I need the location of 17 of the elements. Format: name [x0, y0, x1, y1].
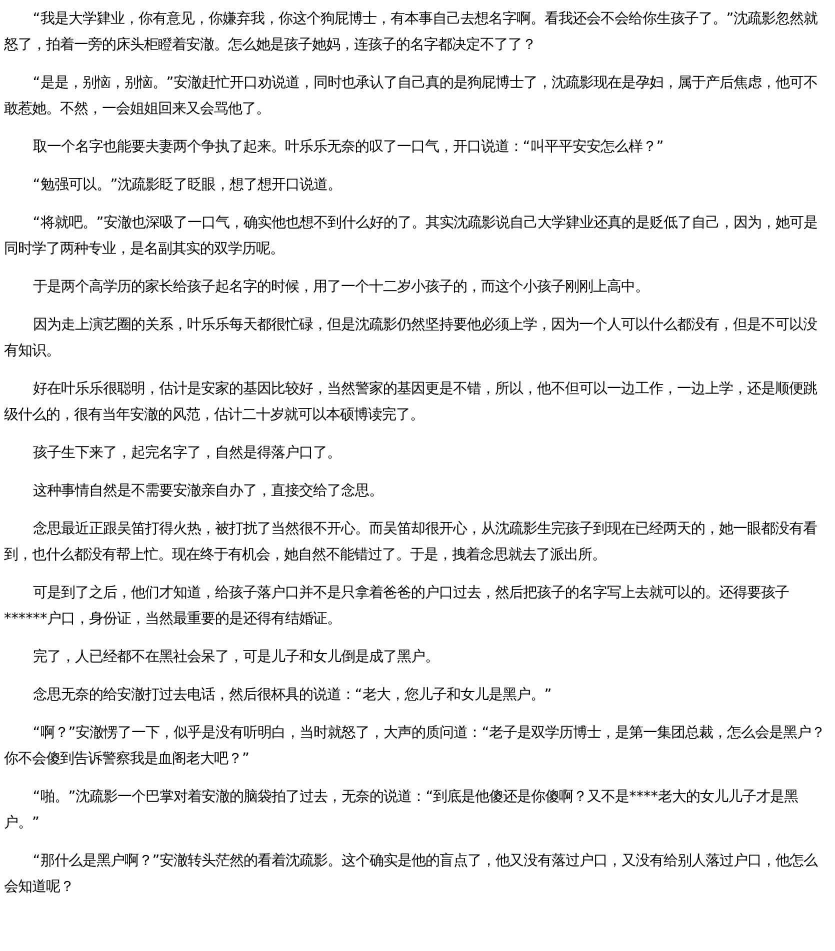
paragraph: 完了，人已经都不在黑社会呆了，可是儿子和女儿倒是成了黑户。 — [32, 648, 440, 667]
paragraph: 念思最近正跟吴笛打得火热，被打扰了当然很不开心。而吴笛却很开心，从沈疏影生完孩子到现在已经两天的，她一眼都没有看到，也什么都没有帮上忙。现在终于有机会，她自然不能错过了。于是，拽着念思就去了派出所。 — [4, 520, 818, 565]
paragraph: 这种事情自然是不需要安澈亲自办了，直接交给了念思。 — [32, 482, 384, 501]
paragraph: “勉强可以。”沈疏影眨了眨眼，想了想开口说道。 — [32, 176, 343, 195]
paragraph: 因为走上演艺圈的关系，叶乐乐每天都很忙碌，但是沈疏影仍然坚持要他必须上学，因为一个人可以什么都没有，但是不可以没有知识。 — [4, 316, 818, 361]
paragraph: “我是大学肄业，你有意见，你嫌弃我，你这个狗屁博士，有本事自己去想名字啊。看我还会不会给你生孩子了。”沈疏影忽然就怒了，拍着一旁的床头柜瞪着安澈。怎么她是孩子她妈，连孩子的名字都决定不了了？ — [4, 10, 819, 55]
paragraph: 于是两个高学历的家长给孩子起名字的时候，用了一个十二岁小孩子的，而这个小孩子刚刚上高中。 — [32, 278, 650, 297]
paragraph: “啊？”安澈愣了一下，似乎是没有听明白，当时就怒了，大声的质问道：“老子是双学历博士，是第一集团总裁，怎么会是黑户？你不会傻到告诉警察我是血阁老大吧？” — [4, 724, 826, 769]
paragraph: “将就吧。”安澈也深吸了一口气，确实他也想不到什么好的了。其实沈疏影说自己大学肄业还真的是贬低了自己，因为，她可是同时学了两种专业，是名副其实的双学历呢。 — [4, 214, 819, 259]
paragraph: 取一个名字也能要夫妻两个争执了起来。叶乐乐无奈的叹了一口气，开口说道：“叫平平安安怎么样？” — [32, 138, 665, 157]
paragraph: “啪。”沈疏影一个巴掌对着安澈的脑袋拍了过去，无奈的说道：“到底是他傻还是你傻啊？又不是****老大的女儿儿子才是黑户。” — [4, 788, 799, 833]
paragraph: 好在叶乐乐很聪明，估计是安家的基因比较好，当然警家的基因更是不错，所以，他不但可以一边工作，一边上学，还是顺便跳级什么的，很有当年安澈的风范，估计二十岁就可以本硕博读完了。 — [4, 380, 818, 425]
paragraph: 孩子生下来了，起完名字了，自然是得落户口了。 — [32, 444, 342, 463]
paragraph: 念思无奈的给安澈打过去电话，然后很杯具的说道：“老大，您儿子和女儿是黑户。” — [32, 686, 553, 705]
paragraph: “是是，别恼，别恼。”安澈赶忙开口劝说道，同时也承认了自己真的是狗屁博士了，沈疏影现在是孕妇，属于产后焦虑，他可不敢惹她。不然，一会姐姐回来又会骂他了。 — [4, 74, 819, 119]
paragraph: “那什么是黑户啊？”安澈转头茫然的看着沈疏影。这个确实是他的盲点了，他又没有落过户口，又没有给别人落过户口，他怎么会知道呢？ — [4, 852, 819, 897]
paragraph: 可是到了之后，他们才知道，给孩子落户口并不是只拿着爸爸的户口过去，然后把孩子的名字写上去就可以的。还得要孩子******户口，身份证，当然最重要的是还得有结婚证。 — [4, 584, 790, 629]
